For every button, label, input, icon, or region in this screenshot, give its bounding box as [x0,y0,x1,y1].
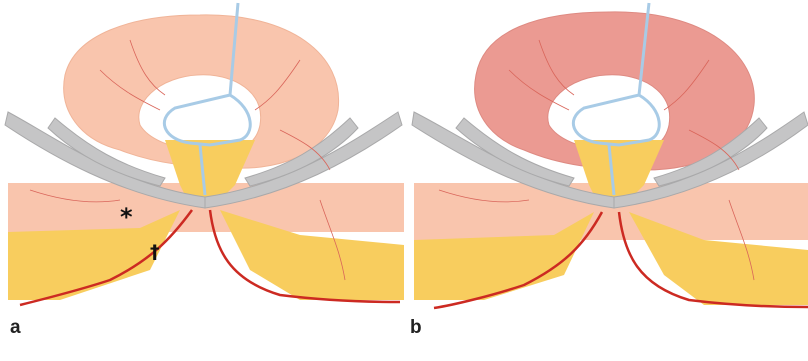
panel-label-b: b [410,318,422,337]
panel-label-a: a [10,318,21,337]
panel-b: b [404,0,808,361]
marker-asterisk: * [120,205,133,229]
illustration-a [0,0,404,361]
panel-a: * † a [0,0,404,361]
illustration-b [404,0,808,361]
marker-dagger: † [150,243,160,262]
